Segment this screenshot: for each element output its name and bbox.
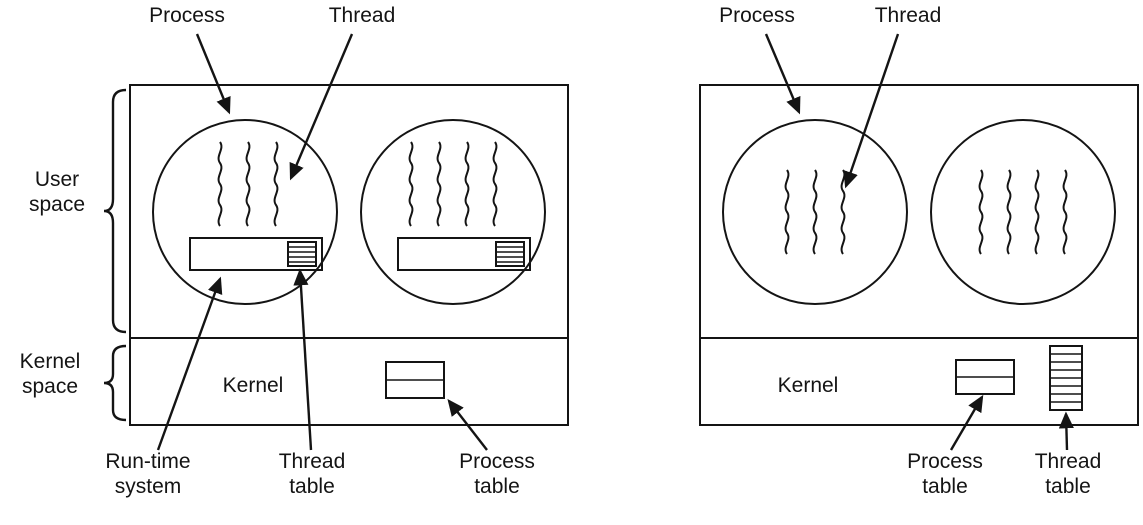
runtime-system-box: [189, 237, 323, 271]
thread-label: Thread: [875, 4, 942, 27]
kernel-label: Kernel: [778, 374, 839, 397]
kernel-space-label: space: [22, 375, 78, 398]
process-table-label: Process: [459, 450, 535, 473]
thread-squiggle: [464, 141, 470, 227]
process-circle: [152, 119, 338, 305]
process-arrow: [195, 33, 231, 115]
thread-squiggle: [273, 141, 279, 227]
thread-squiggle: [840, 169, 846, 255]
thread-squiggle: [1006, 169, 1012, 255]
runtime-system-arrow: [156, 276, 223, 451]
right-diagram: Kernel Process Thread Process table Thre…: [699, 4, 1139, 498]
process-table-label: table: [474, 475, 520, 498]
left-diagram: Kernel User space Kernel space Process T…: [20, 4, 569, 498]
thread-table-box: [495, 241, 525, 267]
thread-squiggle: [978, 169, 984, 255]
thread-squiggle: [1062, 169, 1068, 255]
thread-table-box: [287, 241, 317, 267]
user-space-brace: [103, 88, 127, 334]
thread-table-stripes: [1050, 353, 1082, 403]
process-table-label: Process: [907, 450, 983, 473]
machine-box: [699, 84, 1139, 426]
process-table-arrow: [447, 399, 488, 451]
kernel-space-label: Kernel: [20, 350, 81, 373]
machine-box: [129, 84, 569, 426]
process-circle: [930, 119, 1116, 305]
thread-table-label: Thread: [1035, 450, 1102, 473]
thread-table-arrow: [1058, 411, 1074, 451]
thread-squiggle: [784, 169, 790, 255]
process-label: Process: [719, 4, 795, 27]
runtime-system-label: system: [115, 475, 182, 498]
thread-arrow: [289, 33, 354, 181]
process-arrow: [764, 33, 801, 115]
runtime-system-label: Run-time: [105, 450, 190, 473]
user-space-label: space: [29, 193, 85, 216]
process-label: Process: [149, 4, 225, 27]
thread-table-stripes: [288, 246, 316, 263]
thread-squiggle: [1034, 169, 1040, 255]
process-table-arrow: [949, 394, 984, 451]
thread-table-label: Thread: [279, 450, 346, 473]
process-circle: [360, 119, 546, 305]
runtime-system-box: [397, 237, 531, 271]
thread-squiggle: [812, 169, 818, 255]
process-table-label: table: [922, 475, 968, 498]
thread-table-stripes: [496, 246, 524, 263]
kernel-label: Kernel: [223, 374, 284, 397]
thread-label: Thread: [329, 4, 396, 27]
thread-squiggle: [492, 141, 498, 227]
thread-table-label: table: [1045, 475, 1091, 498]
thread-squiggle: [408, 141, 414, 227]
process-circle: [722, 119, 908, 305]
thread-squiggle: [217, 141, 223, 227]
thread-table-arrow: [293, 268, 313, 451]
user-space-label: User: [35, 168, 79, 191]
thread-squiggle: [436, 141, 442, 227]
thread-arrow: [843, 33, 900, 189]
kernel-space-brace: [103, 344, 127, 422]
thread-table-label: table: [289, 475, 335, 498]
thread-squiggle: [245, 141, 251, 227]
